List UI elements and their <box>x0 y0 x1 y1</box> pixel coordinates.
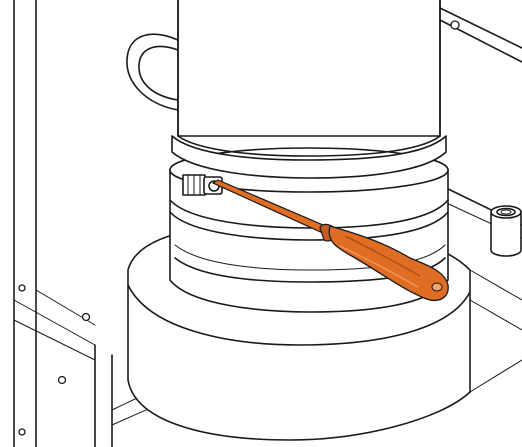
frame-screw-1 <box>18 284 26 292</box>
plate-screw <box>450 20 460 30</box>
top-plate <box>439 7 522 239</box>
handle-loop <box>126 33 179 111</box>
riser-post <box>490 205 522 257</box>
screwdriver-handle <box>328 225 449 301</box>
frame-screw-4 <box>18 428 26 436</box>
frame-screw-2 <box>81 312 91 322</box>
cylinder <box>171 0 447 179</box>
screwdriver <box>211 179 449 301</box>
frame-screw-3 <box>57 375 67 385</box>
handle-end-cap <box>431 282 443 292</box>
left-frame <box>13 0 181 447</box>
